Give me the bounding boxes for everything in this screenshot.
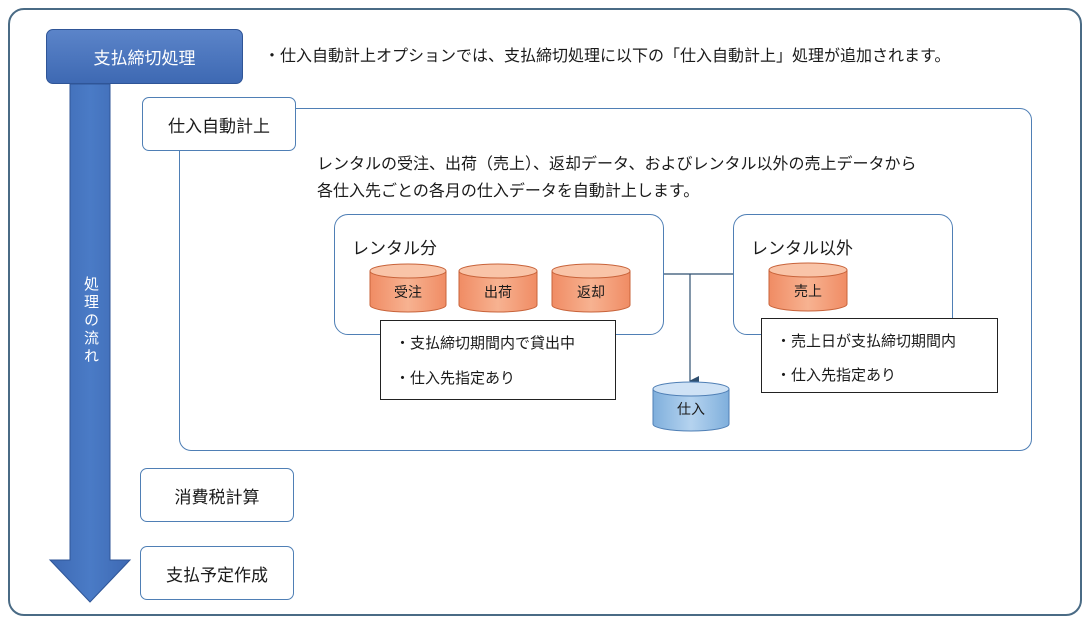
db-juchu-icon: 受注 — [369, 263, 447, 313]
rental-conditions-note: ・支払締切期間内で貸出中 ・仕入先指定あり — [380, 320, 616, 400]
nonrental-group-title: レンタル以外 — [751, 239, 853, 259]
rental-condition-1: ・支払締切期間内で貸出中 — [395, 334, 576, 352]
nonrental-conditions-note: ・売上日が支払締切期間内 ・仕入先指定あり — [761, 318, 998, 393]
rental-condition-2: ・仕入先指定あり — [395, 369, 516, 387]
nonrental-condition-1: ・売上日が支払締切期間内 — [776, 332, 957, 350]
db-uriage-label: 売上 — [794, 284, 822, 300]
step-payment-plan: 支払予定作成 — [140, 546, 294, 600]
description-line-2: 各仕入先ごとの各月の仕入データを自動計上します。 — [317, 181, 700, 200]
description-line-1: レンタルの受注、出荷（売上）、返却データ、およびレンタル以外の売上データから — [317, 154, 917, 173]
db-shukka-icon: 出荷 — [458, 263, 538, 313]
db-henkyaku-label: 返却 — [577, 285, 605, 301]
db-henkyaku-icon: 返却 — [551, 263, 631, 313]
payment-closing-process-header: 支払締切処理 — [46, 29, 243, 84]
step-auto-purchase: 仕入自動計上 — [142, 97, 296, 151]
db-juchu-label: 受注 — [394, 285, 422, 301]
db-shiire-icon: 仕入 — [652, 381, 730, 432]
db-shiire-label: 仕入 — [677, 402, 705, 418]
intro-text: ・仕入自動計上オプションでは、支払締切処理に以下の「仕入自動計上」処理が追加され… — [264, 46, 951, 65]
step-tax-calculation: 消費税計算 — [140, 468, 294, 522]
outer-frame — [8, 8, 1082, 616]
process-flow-arrow — [48, 84, 132, 603]
flow-label: 処理の流れ — [82, 276, 100, 366]
nonrental-condition-2: ・仕入先指定あり — [776, 366, 897, 384]
db-shukka-label: 出荷 — [484, 285, 512, 301]
db-uriage-icon: 売上 — [768, 262, 848, 312]
rental-group-title: レンタル分 — [352, 239, 437, 259]
